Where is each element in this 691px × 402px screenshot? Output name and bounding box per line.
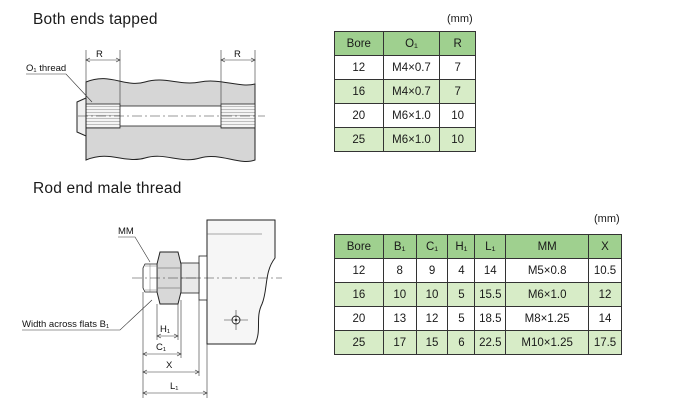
label-h1: H₁ xyxy=(160,324,170,335)
header-cell: R xyxy=(439,31,476,56)
section1-title: Both ends tapped xyxy=(33,11,158,28)
table-cell: 14 xyxy=(588,306,622,331)
rod-end-male-thread-drawing: MM Width across flats B₁ H₁ C₁ X L₁ xyxy=(22,219,282,398)
both-ends-tapped-drawing: R R O₁ thread xyxy=(26,49,265,162)
table-cell: 7 xyxy=(439,55,476,80)
table-cell: 12 xyxy=(334,258,384,283)
table-cell: 7 xyxy=(439,79,476,104)
label-width-across-flats: Width across flats B₁ xyxy=(22,319,109,330)
table-cell: M4×0.7 xyxy=(382,55,441,80)
table-cell: M6×1.0 xyxy=(505,282,590,307)
header-cell: H₁ xyxy=(447,234,476,259)
label-mm: MM xyxy=(118,226,134,237)
table-cell: M10×1.25 xyxy=(505,330,590,355)
table-cell: 12 xyxy=(588,282,622,307)
label-o1-thread: O₁ thread xyxy=(26,63,66,74)
table-cell: 13 xyxy=(382,306,417,331)
table-cell: 10 xyxy=(382,282,417,307)
table-cell: 10.5 xyxy=(588,258,622,283)
table-cell: 15.5 xyxy=(474,282,507,307)
header-cell: MM xyxy=(505,234,590,259)
table-cell: 10 xyxy=(439,127,476,152)
table-cell: 25 xyxy=(334,127,384,152)
table-cell: 17 xyxy=(382,330,417,355)
header-cell: X xyxy=(588,234,622,259)
table-cell: 6 xyxy=(447,330,476,355)
section2-unit: (mm) xyxy=(594,213,620,225)
table-cell: 22.5 xyxy=(474,330,507,355)
table-cell: 4 xyxy=(447,258,476,283)
header-cell: C₁ xyxy=(415,234,449,259)
table-cell: M6×1.0 xyxy=(382,127,441,152)
table-cell: 15 xyxy=(415,330,449,355)
table-cell: 17.5 xyxy=(588,330,622,355)
header-cell: Bore xyxy=(334,31,384,56)
label-r-left: R xyxy=(96,49,103,60)
label-x: X xyxy=(166,360,173,371)
section2-title: Rod end male thread xyxy=(33,180,182,197)
table-cell: 25 xyxy=(334,330,384,355)
label-l1: L₁ xyxy=(170,381,179,392)
table-cell: 20 xyxy=(334,306,384,331)
section1-unit: (mm) xyxy=(447,13,473,25)
label-r-right: R xyxy=(234,49,241,60)
table-cell: M6×1.0 xyxy=(382,103,441,128)
label-c1: C₁ xyxy=(156,342,166,353)
table-cell: 10 xyxy=(415,282,449,307)
table-cell: M4×0.7 xyxy=(382,79,441,104)
table-cell: 5 xyxy=(447,282,476,307)
table-cell: 12 xyxy=(334,55,384,80)
table-cell: M8×1.25 xyxy=(505,306,590,331)
header-cell: O₁ xyxy=(382,31,441,56)
